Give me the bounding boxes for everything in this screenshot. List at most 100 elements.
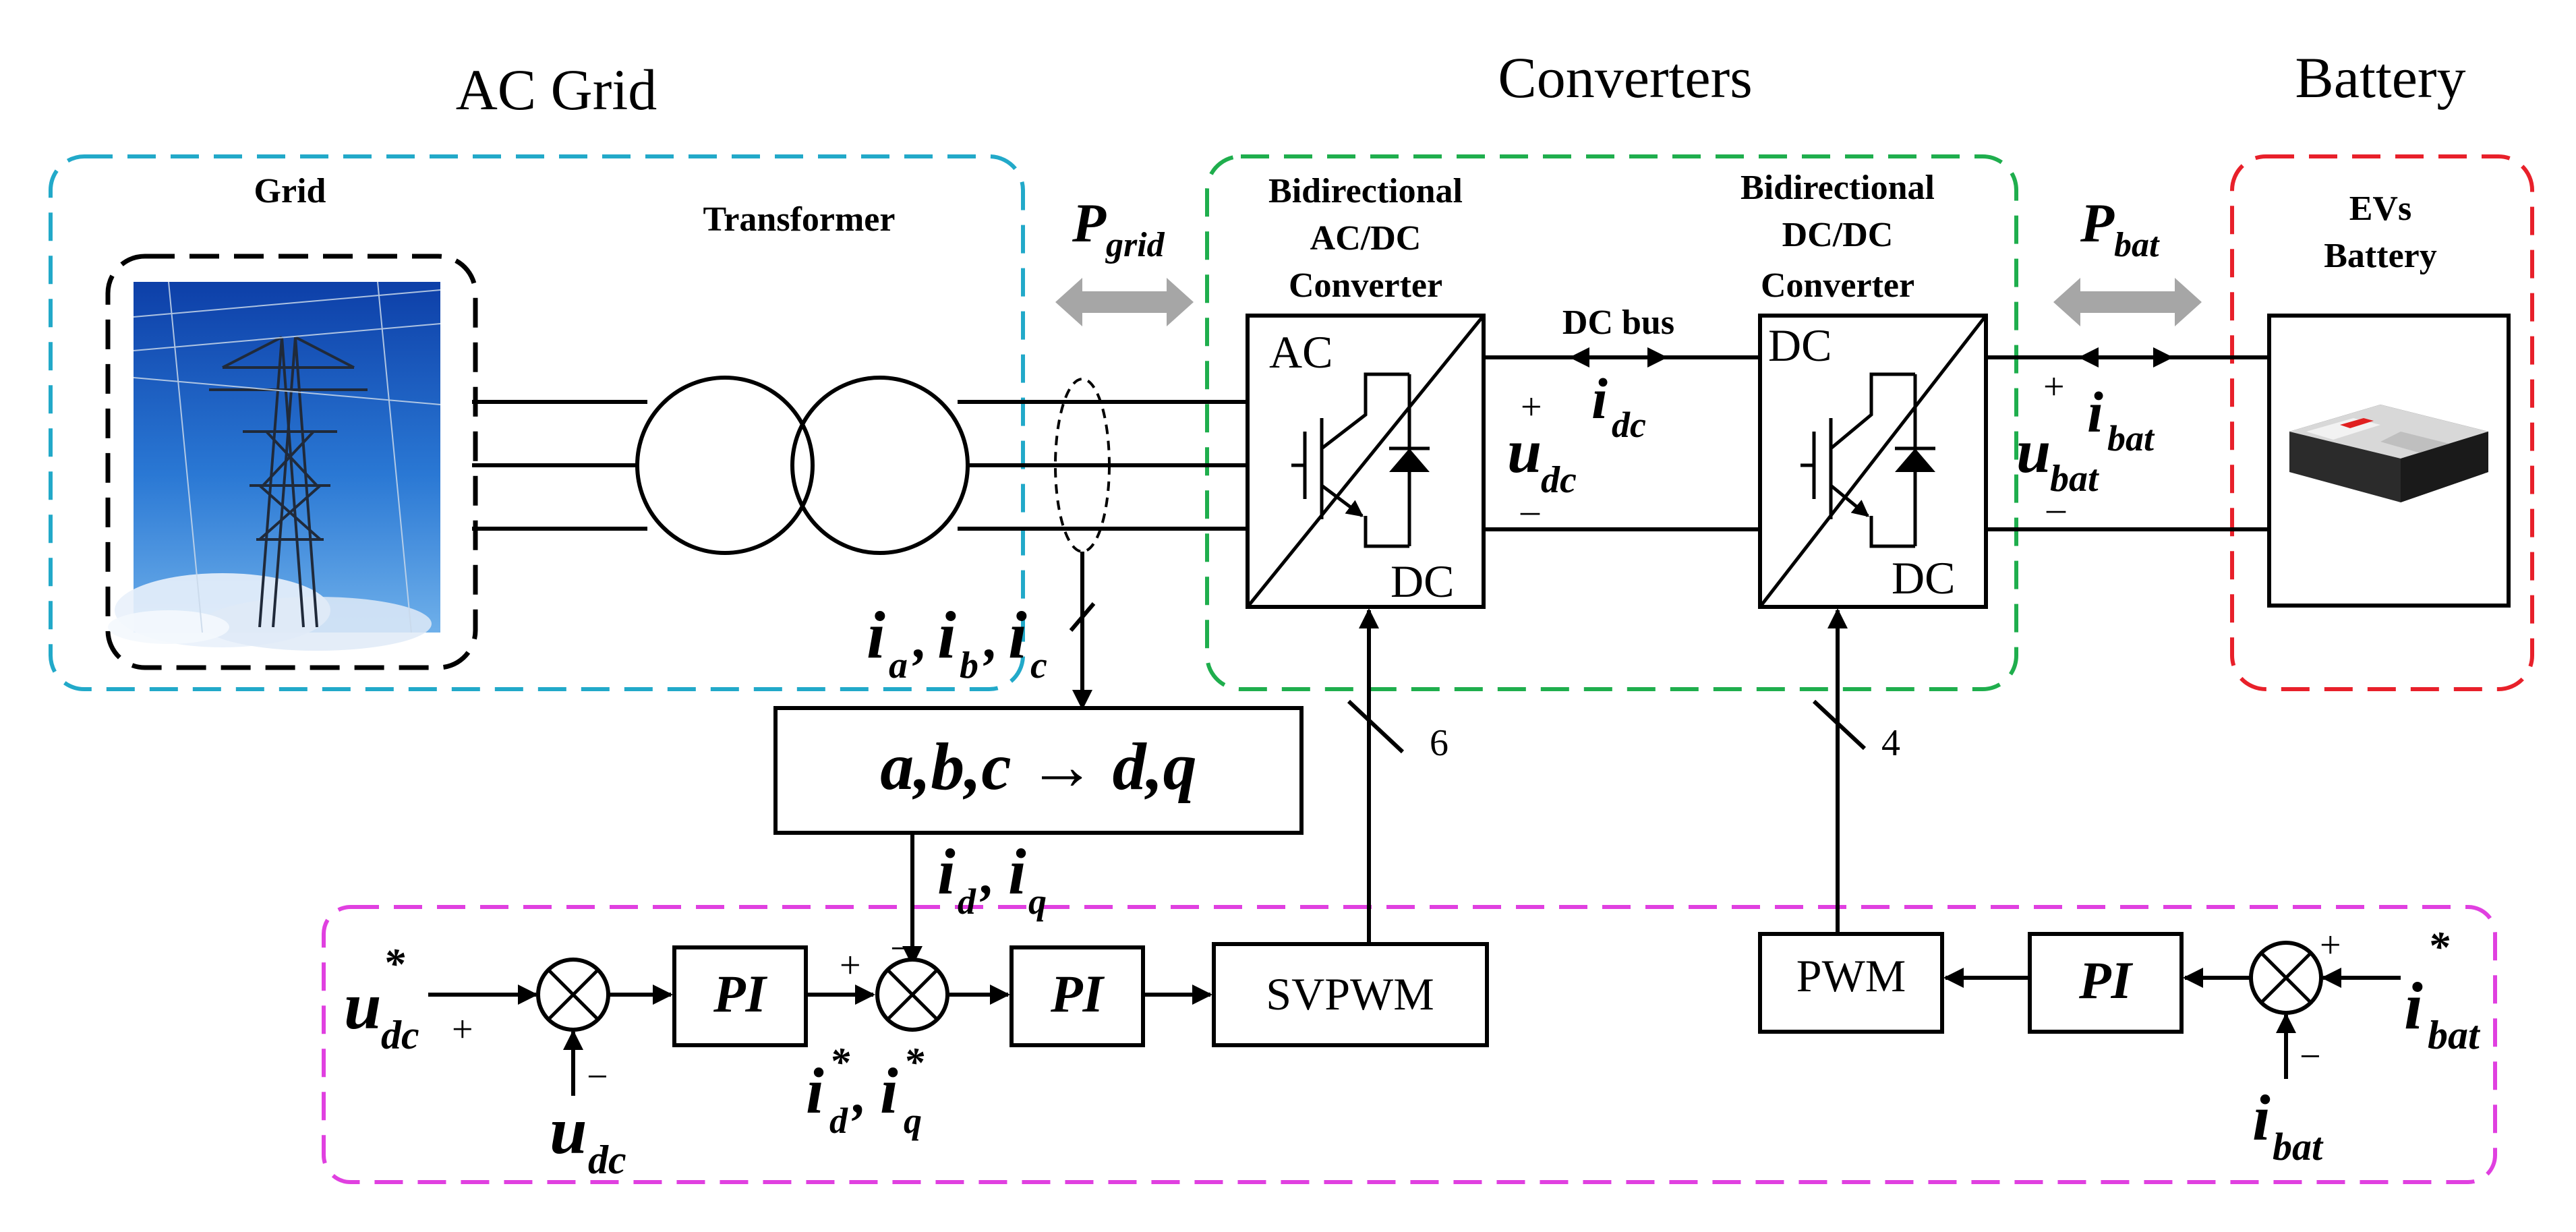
summer-idq: [875, 958, 949, 1032]
acdc-label-line3: Converter: [1289, 266, 1442, 305]
svpwm-block: [1212, 942, 1489, 1047]
pwm-block: [1758, 932, 1944, 1034]
ac-grid-region: [49, 154, 1025, 691]
battery-title: Battery: [2295, 45, 2465, 110]
svg-text:*: *: [904, 1040, 925, 1084]
ac-three-phase-lines: [958, 400, 1248, 531]
i-abc-label: i a , i b , i c: [867, 597, 1047, 686]
svg-text:dc: dc: [1612, 405, 1646, 445]
svg-text:grid: grid: [1105, 226, 1165, 264]
svg-text:i: i: [1008, 597, 1027, 672]
pi-block-3-label: PI: [2078, 951, 2134, 1009]
current-sensor-ellipse: [1054, 378, 1111, 553]
dcdc-dc-bottom-label: DC: [1892, 552, 1955, 604]
svg-text:c: c: [1030, 645, 1047, 686]
svg-text:i: i: [2087, 380, 2103, 444]
svg-text:dc: dc: [381, 1013, 419, 1057]
p-grid-label: P grid: [1072, 192, 1165, 264]
i-dc-label: i dc: [1591, 366, 1646, 445]
control-region: [322, 905, 2497, 1184]
p-bat-label: P bat: [2080, 192, 2160, 264]
abc-dq-transform-label: a,b,c → d,q: [880, 729, 1196, 804]
dcdc-label-line2: DC/DC: [1782, 216, 1894, 254]
u-dc-ref-label: u * dc: [344, 939, 419, 1057]
abc-dq-transform-block: [773, 706, 1304, 835]
i-bat-ref-label: i * bat: [2404, 922, 2481, 1057]
ac-grid-title: AC Grid: [456, 57, 657, 122]
acdc-ac-label: AC: [1269, 326, 1333, 378]
svg-text:bat: bat: [2107, 418, 2155, 459]
i-bat-fb-label: i bat: [2252, 1082, 2324, 1169]
svg-text:,: ,: [912, 610, 927, 670]
svg-text:i: i: [1591, 366, 1608, 431]
svg-text:i: i: [1008, 835, 1026, 908]
svg-text:dc: dc: [588, 1138, 626, 1182]
acdc-converter-block: [1246, 314, 1486, 609]
svg-text:,: ,: [980, 846, 995, 906]
svg-text:q: q: [904, 1101, 922, 1141]
u-dc-bus-label: + u dc –: [1507, 386, 1577, 531]
svg-text:i: i: [806, 1055, 824, 1127]
dcdc-converter-block: [1758, 314, 1988, 609]
svg-text:dc: dc: [1541, 459, 1577, 501]
svg-text:bat: bat: [2428, 1013, 2481, 1057]
dcdc-label-line1: Bidirectional: [1740, 169, 1935, 207]
svg-text:P: P: [1072, 192, 1107, 254]
svg-text:i: i: [2252, 1082, 2271, 1154]
svg-text:u: u: [2016, 417, 2051, 486]
svg-text:–: –: [2046, 488, 2066, 529]
evs-label-line1: EVs: [2349, 189, 2411, 228]
current-bus-slash: [1069, 602, 1096, 632]
svg-text:a: a: [889, 645, 908, 686]
udc-minus-sign: −: [587, 1056, 608, 1098]
svg-text:i: i: [2404, 968, 2423, 1043]
ev-battery-image: [2289, 405, 2488, 502]
grid-three-phase-lines: [472, 400, 647, 531]
svg-text:*: *: [829, 1040, 850, 1084]
grid-image-frame: [105, 254, 478, 670]
summer-udc: [536, 958, 610, 1032]
svg-text:bat: bat: [2050, 458, 2099, 500]
pi-block-1: [672, 945, 808, 1047]
pwm-bus-slash: [1812, 699, 1867, 751]
evs-label-line2: Battery: [2324, 237, 2436, 275]
converters-title: Converters: [1498, 45, 1752, 110]
u-bat-label: + u bat –: [2016, 366, 2099, 529]
power-tower-image: [108, 281, 441, 651]
svg-text:d: d: [958, 881, 976, 922]
svg-text:d: d: [829, 1101, 848, 1141]
svg-text:–: –: [1520, 490, 1540, 531]
converters-region: [1205, 154, 2018, 691]
pi-block-3: [2028, 932, 2184, 1034]
battery-region: [2230, 154, 2534, 691]
p-bat-arrow: [2053, 278, 2202, 326]
dc-bus-label: DC bus: [1562, 303, 1674, 342]
svpwm-label: SVPWM: [1266, 968, 1434, 1020]
udc-ref-plus: +: [452, 1009, 473, 1051]
svg-text:i: i: [880, 1055, 898, 1127]
i-bat-bus-label: i bat: [2087, 380, 2155, 459]
svg-text:,: ,: [852, 1065, 867, 1125]
u-dc-fb-label: u dc: [550, 1093, 626, 1182]
svg-text:u: u: [344, 968, 382, 1043]
svg-text:q: q: [1028, 881, 1047, 922]
pi-block-2-label: PI: [1050, 964, 1105, 1023]
svg-text:i: i: [937, 597, 956, 672]
i-dq-label: i d , i q: [937, 835, 1047, 922]
svg-text:+: +: [2043, 366, 2065, 408]
transformer-label: Transformer: [703, 200, 896, 239]
transformer-symbol: [635, 376, 970, 555]
svg-text:i: i: [867, 597, 885, 672]
ibat-minus-sign: −: [2300, 1036, 2321, 1078]
svg-text:P: P: [2080, 192, 2115, 254]
pi-block-1-label: PI: [713, 964, 768, 1023]
svg-text:*: *: [383, 939, 405, 987]
dcdc-dc-top-label: DC: [1768, 320, 1832, 371]
svg-text:b: b: [960, 645, 978, 686]
pwm-gate-count: 4: [1881, 722, 1900, 764]
pi-block-2: [1009, 945, 1145, 1047]
acdc-dc-label: DC: [1391, 556, 1454, 607]
svpwm-bus-slash: [1347, 699, 1405, 754]
pwm-label: PWM: [1796, 950, 1906, 1001]
